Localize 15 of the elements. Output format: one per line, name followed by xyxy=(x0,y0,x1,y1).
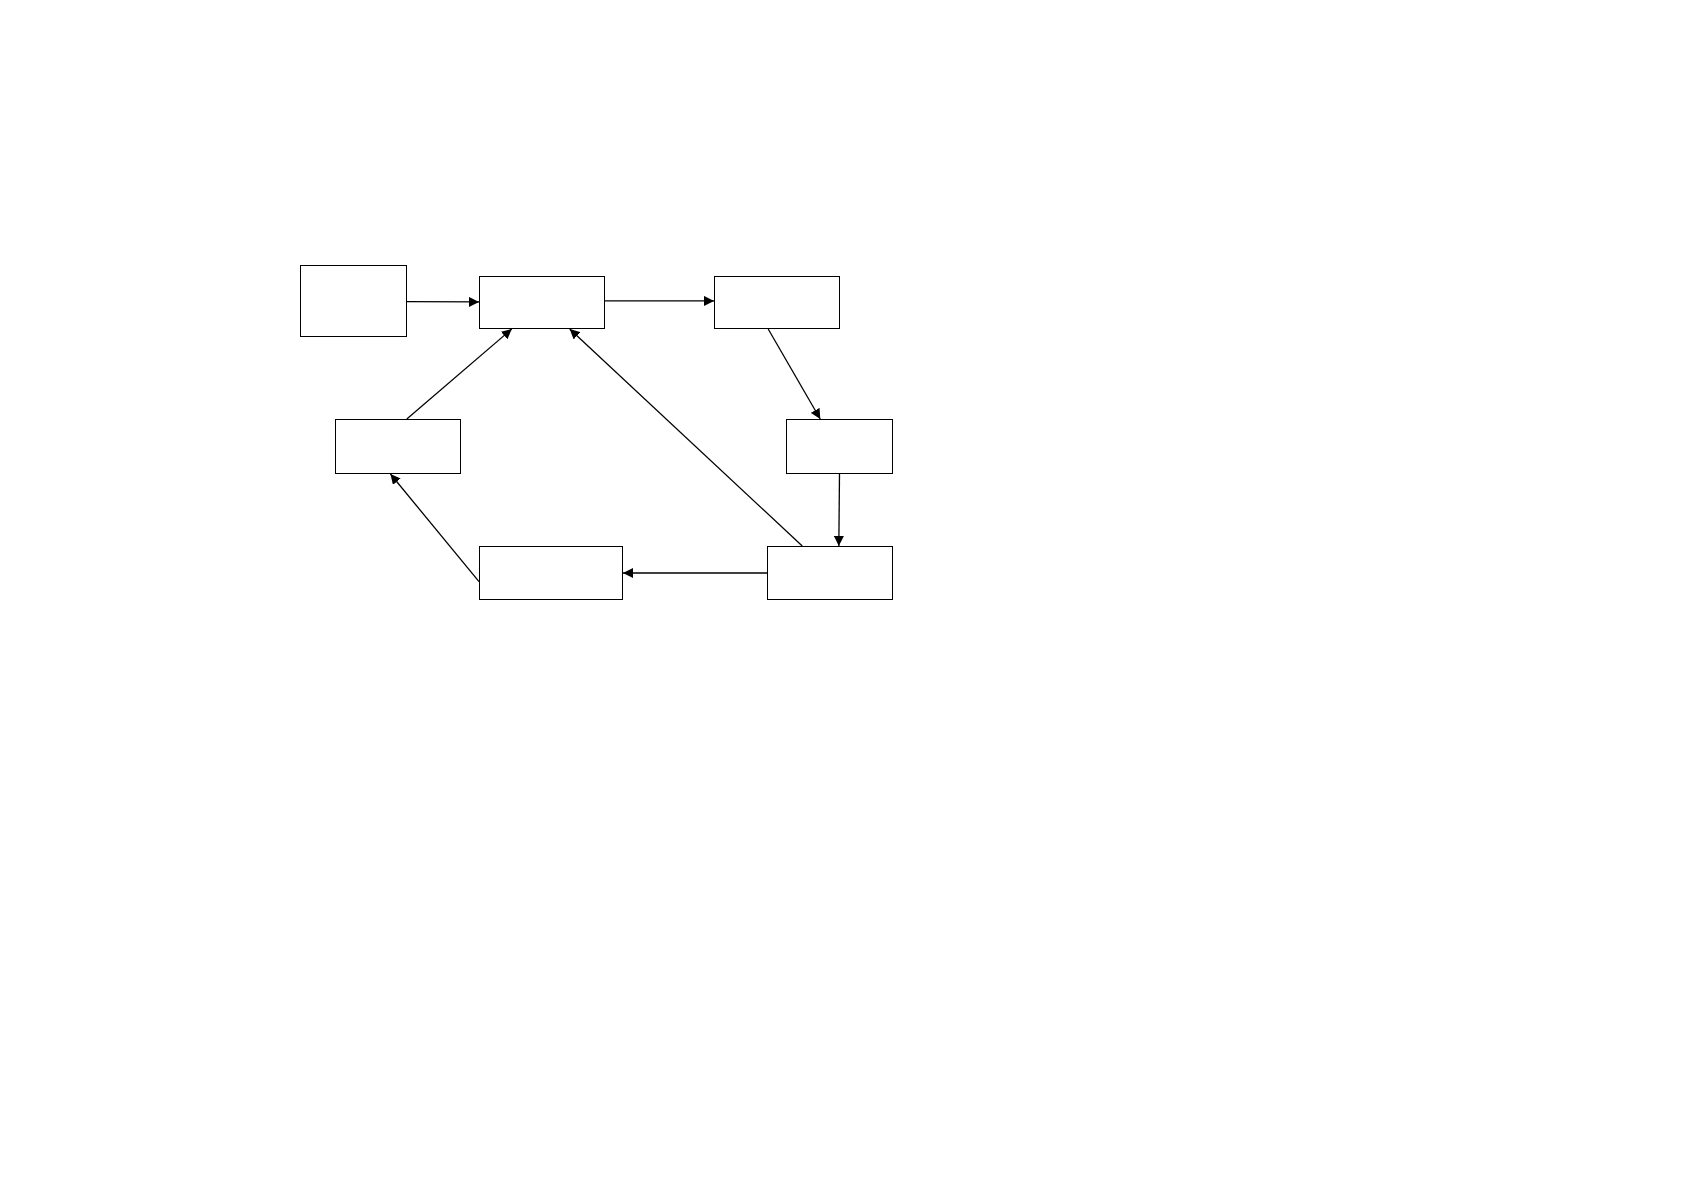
process-box xyxy=(786,419,893,474)
arrow xyxy=(604,295,715,306)
process-box xyxy=(335,419,461,474)
arrow xyxy=(833,473,844,547)
process-box xyxy=(479,546,623,600)
arrow xyxy=(389,473,480,583)
process-box xyxy=(300,265,407,337)
arrow xyxy=(622,568,768,578)
arrow xyxy=(569,328,803,547)
process-box xyxy=(767,546,893,600)
process-box xyxy=(479,276,605,329)
process-box xyxy=(714,276,840,329)
arrow xyxy=(406,328,513,420)
arrow xyxy=(406,296,480,307)
arrow xyxy=(767,328,821,420)
